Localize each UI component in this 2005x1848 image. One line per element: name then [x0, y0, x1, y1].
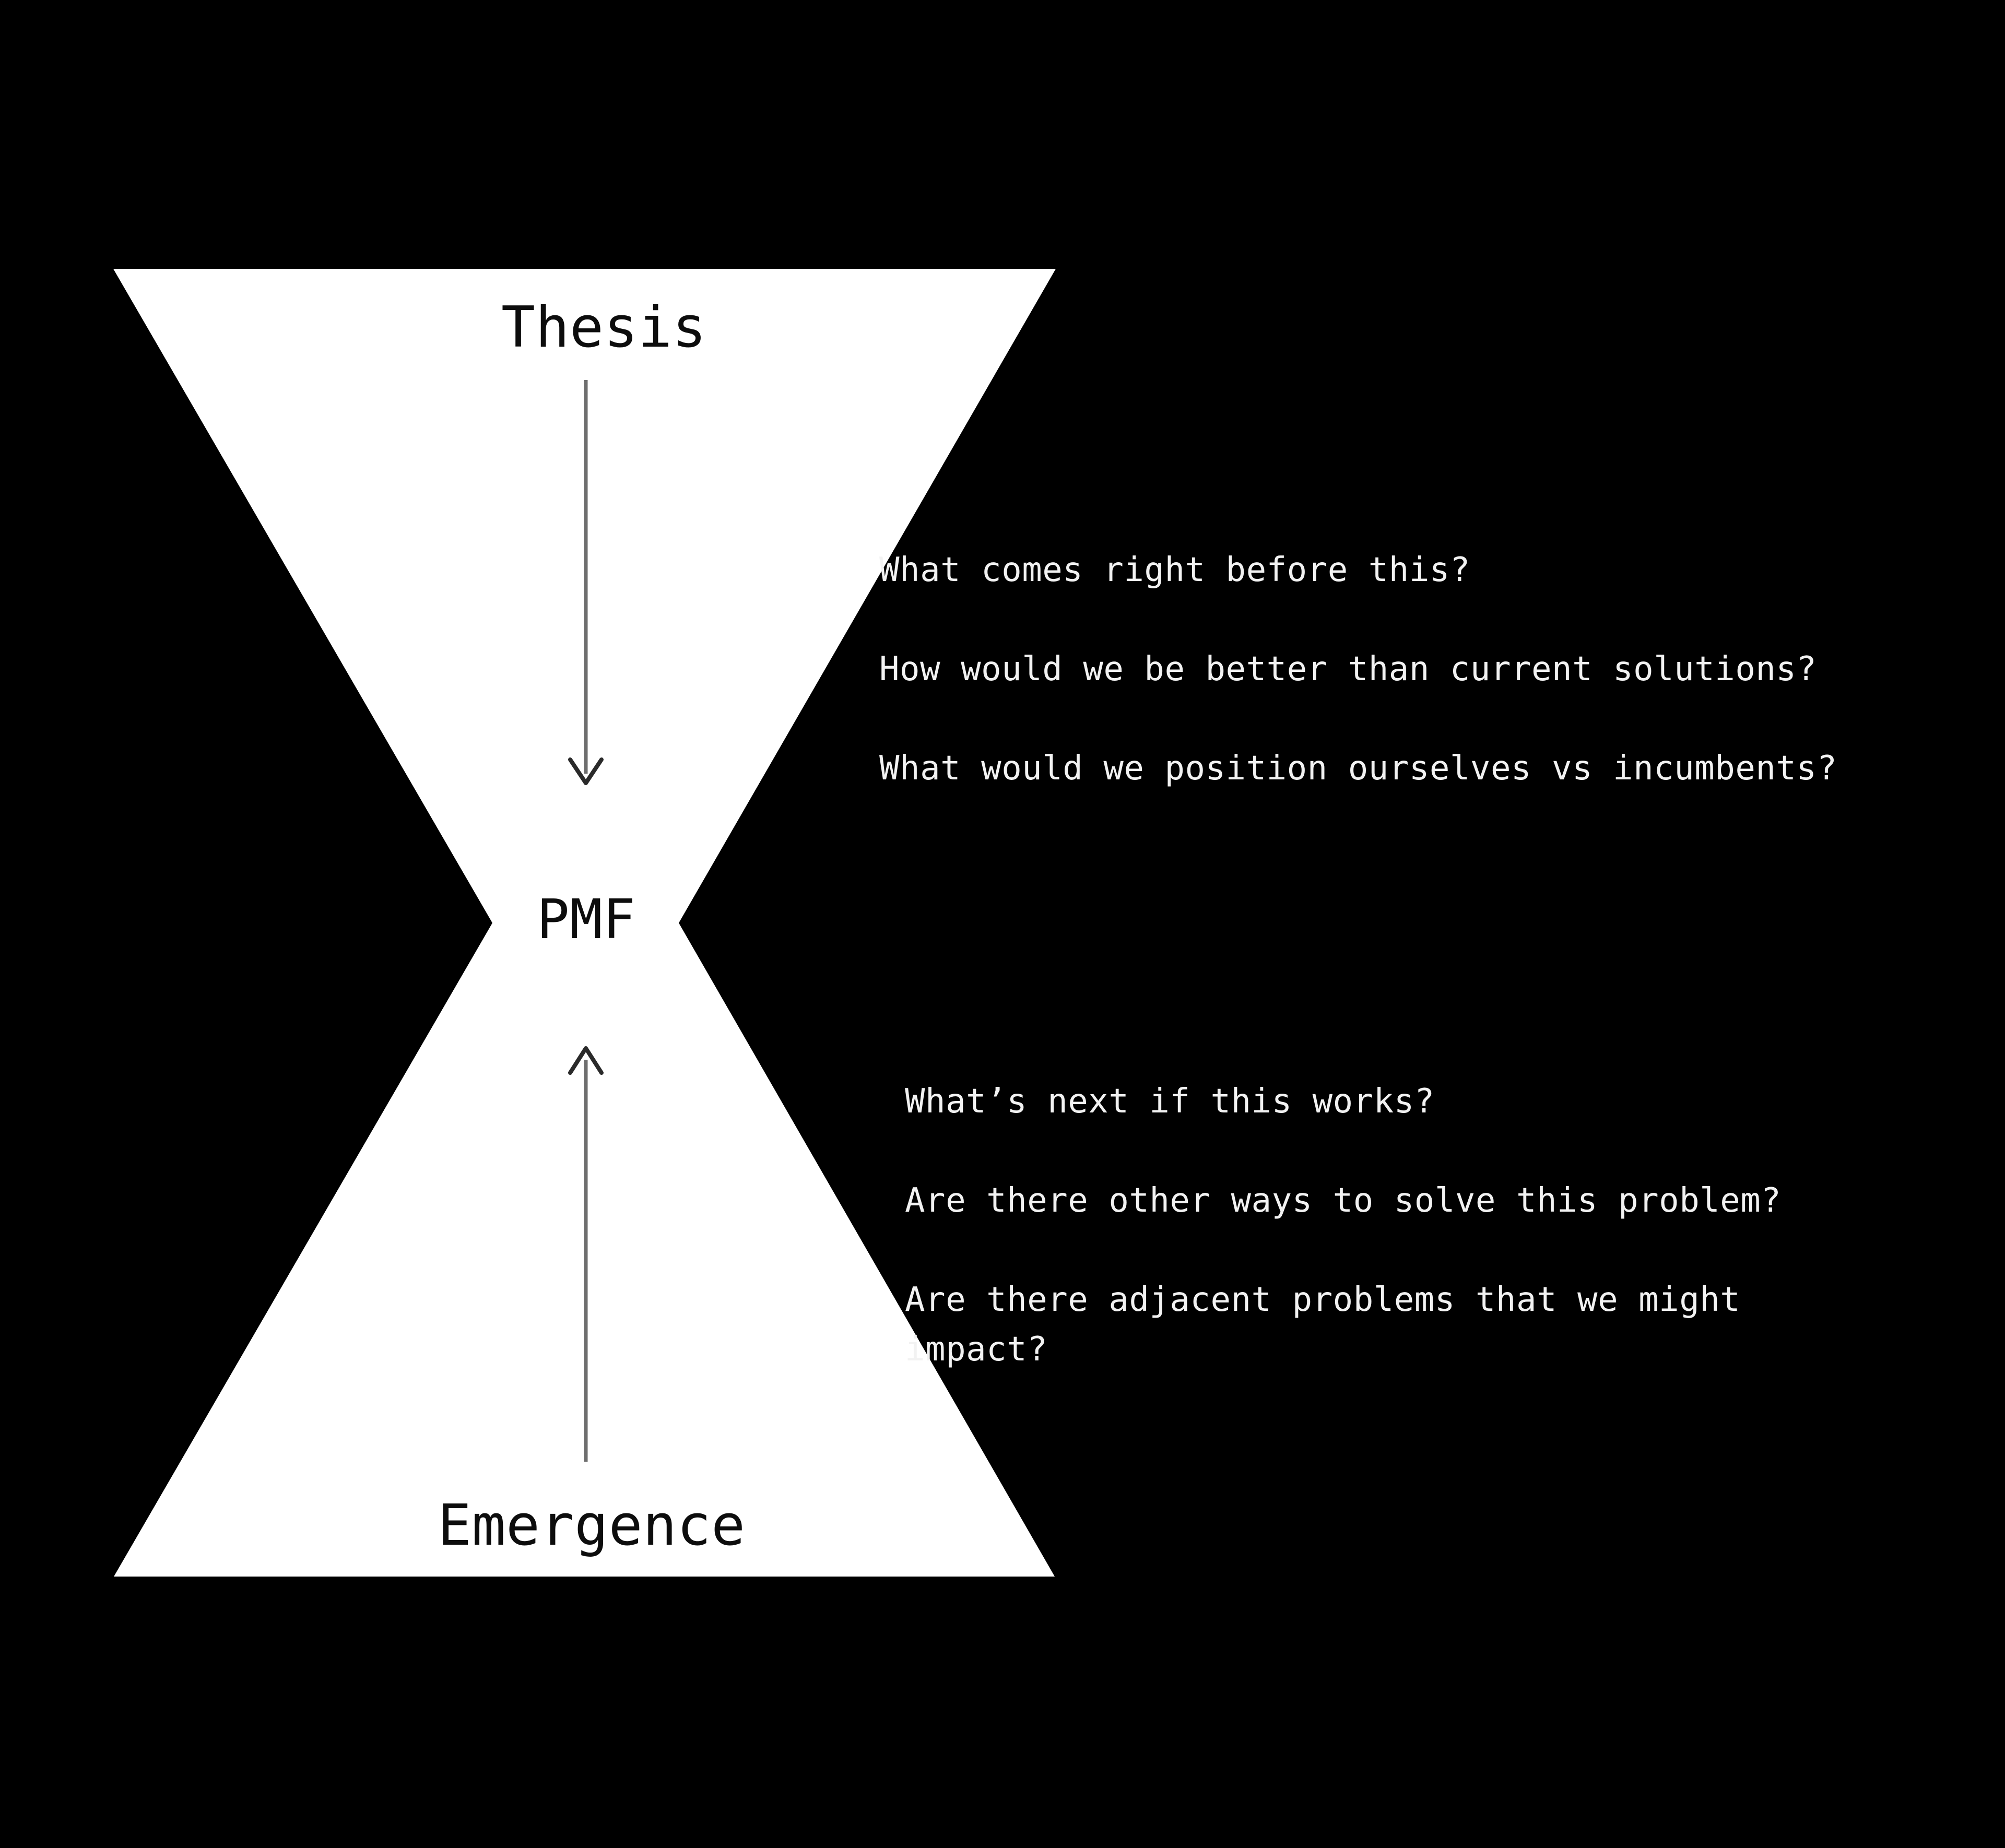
stage-label-pmf: PMF — [537, 887, 636, 951]
question-item: What would we position ourselves vs incu… — [879, 749, 1837, 788]
question-item: Are there adjacent problems that we migh… — [905, 1281, 1741, 1369]
arrow-down-icon — [568, 380, 604, 785]
question-list-upper: What comes right before this? How would … — [879, 546, 2002, 793]
question-item: What’s next if this works? — [905, 1082, 1435, 1121]
stage-label-emergence: Emergence — [438, 1493, 746, 1558]
arrow-up-icon — [568, 1046, 604, 1462]
stage-label-thesis: Thesis — [501, 295, 707, 360]
question-list-lower: What’s next if this works? Are there oth… — [905, 1077, 1855, 1375]
question-item: How would we be better than current solu… — [879, 650, 1817, 689]
question-item: What comes right before this? — [879, 551, 1470, 589]
question-item: Are there other ways to solve this probl… — [905, 1181, 1782, 1220]
